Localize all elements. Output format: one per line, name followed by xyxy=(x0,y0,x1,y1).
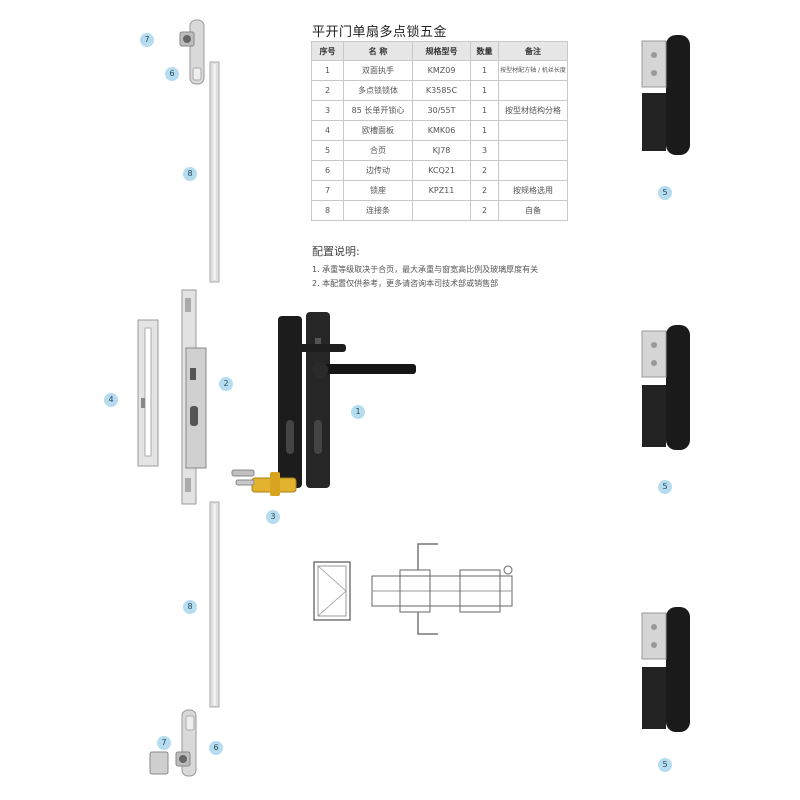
header-model: 规格型号 xyxy=(412,41,471,61)
lock-seat-bottom-illustration xyxy=(149,709,197,777)
table-row: 6 边传动 KCQ21 2 xyxy=(311,160,568,181)
cell-name: 合页 xyxy=(343,140,413,161)
cell-index: 2 xyxy=(311,80,344,101)
callout-badge-4: 4 xyxy=(104,393,118,407)
cell-name: 连接条 xyxy=(343,200,413,221)
cell-remark xyxy=(498,80,568,101)
callout-badge-1: 1 xyxy=(351,405,365,419)
table-row: 3 85 长单开锁心 30/55T 1 按型材结构分格 xyxy=(311,100,568,121)
cell-name: 多点锁锁体 xyxy=(343,80,413,101)
cell-index: 5 xyxy=(311,140,344,161)
connecting-bar-bottom-illustration xyxy=(209,501,220,708)
callout-badge-2: 2 xyxy=(219,377,233,391)
lock-cylinder-illustration xyxy=(231,469,297,496)
hinge-illustration xyxy=(641,607,690,732)
callout-badge-5: 5 xyxy=(658,480,672,494)
cell-model: K3585C xyxy=(412,80,471,101)
config-notes-title: 配置说明: xyxy=(312,245,360,258)
cell-name: 锁座 xyxy=(343,180,413,201)
page-title: 平开门单扇多点锁五金 xyxy=(312,25,448,40)
callout-badge-8: 8 xyxy=(183,600,197,614)
cell-qty: 1 xyxy=(470,120,499,141)
cell-model: KCQ21 xyxy=(412,160,471,181)
lock-body-illustration xyxy=(181,289,207,505)
config-note-item: 1. 承重等级取决于合页，最大承重与窗宽高比例及玻璃厚度有关 xyxy=(312,265,539,274)
cell-name: 边传动 xyxy=(343,160,413,181)
header-index: 序号 xyxy=(311,41,344,61)
cell-index: 1 xyxy=(311,60,344,81)
cell-name: 双面执手 xyxy=(343,60,413,81)
cell-name: 欧槽面板 xyxy=(343,120,413,141)
cell-qty: 2 xyxy=(470,180,499,201)
handle-illustration xyxy=(278,312,416,488)
callout-badge-5: 5 xyxy=(658,186,672,200)
lock-seat-top-illustration xyxy=(179,19,205,85)
header-remark: 备注 xyxy=(498,41,568,61)
header-qty: 数量 xyxy=(470,41,499,61)
section-diagram-illustration xyxy=(313,543,513,635)
config-note-item: 2. 本配置仅供参考，更多请咨询本司技术部或销售部 xyxy=(312,279,499,288)
callout-badge-6: 6 xyxy=(209,741,223,755)
table-row: 5 合页 KJ78 3 xyxy=(311,140,568,161)
cell-remark: 自备 xyxy=(498,200,568,221)
callout-badge-7: 7 xyxy=(140,33,154,47)
hinge-illustration xyxy=(641,325,690,450)
cell-remark: 按规格选用 xyxy=(498,180,568,201)
connecting-bar-top-illustration xyxy=(209,61,220,283)
cell-model xyxy=(412,200,471,221)
callout-badge-5: 5 xyxy=(658,758,672,772)
cell-qty: 1 xyxy=(470,80,499,101)
cell-qty: 2 xyxy=(470,200,499,221)
cell-remark: 按型材配方轴 / 机丝长度 xyxy=(498,60,568,81)
cell-index: 7 xyxy=(311,180,344,201)
cell-qty: 1 xyxy=(470,60,499,81)
cell-remark: 按型材结构分格 xyxy=(498,100,568,121)
callout-badge-6: 6 xyxy=(165,67,179,81)
cell-model: KPZ11 xyxy=(412,180,471,201)
cell-model: KMK06 xyxy=(412,120,471,141)
table-row: 7 锁座 KPZ11 2 按规格选用 xyxy=(311,180,568,201)
cell-qty: 2 xyxy=(470,160,499,181)
table-row: 2 多点锁锁体 K3585C 1 xyxy=(311,80,568,101)
header-name: 名 称 xyxy=(343,41,413,61)
table-row: 8 连接条 2 自备 xyxy=(311,200,568,221)
cell-remark xyxy=(498,120,568,141)
cell-model: KJ78 xyxy=(412,140,471,161)
faceplate-illustration xyxy=(137,319,159,467)
cell-model: 30/55T xyxy=(412,100,471,121)
callout-badge-7: 7 xyxy=(157,736,171,750)
cell-remark xyxy=(498,160,568,181)
table-row: 4 欧槽面板 KMK06 1 xyxy=(311,120,568,141)
cell-remark xyxy=(498,140,568,161)
hinge-illustration xyxy=(641,35,690,155)
cell-qty: 3 xyxy=(470,140,499,161)
cell-name: 85 长单开锁心 xyxy=(343,100,413,121)
callout-badge-8: 8 xyxy=(183,167,197,181)
cell-qty: 1 xyxy=(470,100,499,121)
cell-index: 8 xyxy=(311,200,344,221)
cell-index: 3 xyxy=(311,100,344,121)
spec-table: 序号 名 称 规格型号 数量 备注 1 双面执手 KMZ09 1 按型材配方轴 … xyxy=(311,41,568,221)
table-row: 1 双面执手 KMZ09 1 按型材配方轴 / 机丝长度 xyxy=(311,60,568,81)
cell-index: 4 xyxy=(311,120,344,141)
cell-index: 6 xyxy=(311,160,344,181)
cell-model: KMZ09 xyxy=(412,60,471,81)
table-header-row: 序号 名 称 规格型号 数量 备注 xyxy=(311,41,568,61)
callout-badge-3: 3 xyxy=(266,510,280,524)
